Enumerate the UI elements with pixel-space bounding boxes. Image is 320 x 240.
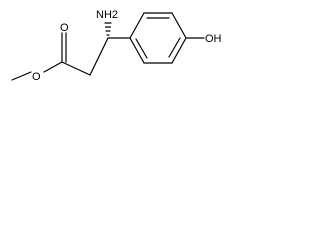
chemical-structure-diagram: NH2 O O OH [11, 9, 222, 83]
carbonyl-oxygen-label: O [60, 22, 69, 34]
bond-ester-oxygen-carbonyl [43, 61, 63, 73]
bond-methylene-chiral [89, 37, 109, 76]
bond-carbonyl-methylene [61, 61, 91, 76]
hydroxyl-label: OH [205, 33, 222, 45]
ester-oxygen-label: O [32, 71, 41, 83]
benzene-ring [129, 12, 187, 64]
amino-label: NH2 [96, 9, 118, 21]
hashed-wedge-bond-amino [104, 22, 112, 36]
bond-methyl-oxygen [11, 71, 32, 81]
